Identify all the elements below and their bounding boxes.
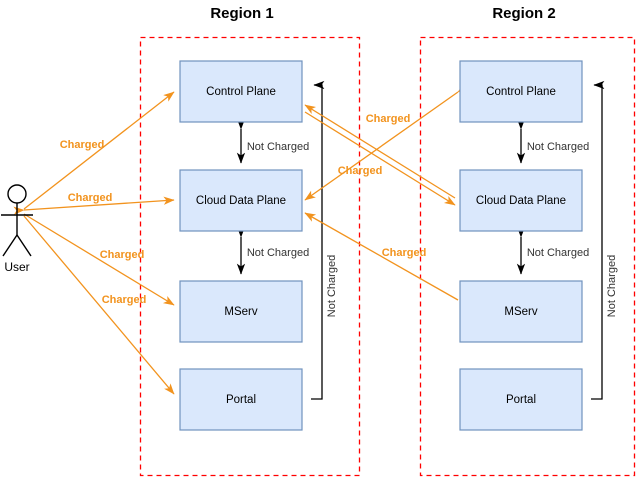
r1-control-plane-rect[interactable] [179, 60, 303, 123]
r1-mserv-label: MServ [224, 306, 257, 318]
label-charged-cross-1: Charged [366, 113, 411, 125]
r2-label-not-charged-3: Not Charged [606, 255, 618, 317]
region-2-boundary [419, 36, 636, 477]
r2-node-portal[interactable]: Portal [459, 368, 583, 431]
r2-mserv-rect[interactable] [459, 280, 583, 343]
r1-label-not-charged-3: Not Charged [326, 255, 338, 317]
r2-cloud-data-plane-label: Cloud Data Plane [476, 195, 566, 207]
cross-region-connectors: Charged Charged Charged [304, 82, 469, 301]
r2-label-not-charged-2: Not Charged [527, 247, 589, 259]
r1-control-plane-label: Control Plane [206, 86, 276, 98]
r2-node-cloud-data-plane[interactable]: Cloud Data Plane [459, 169, 583, 232]
user-actor-label: User [4, 260, 29, 274]
region-1-internal-connectors: Not Charged Not Charged Not Charged [236, 80, 338, 400]
link-r1-control-plane-to-r2-cloud-data-plane [304, 111, 456, 206]
label-charged-cross-2: Charged [338, 165, 383, 177]
user-leg-right-icon [16, 234, 32, 257]
label-charged-user-portal: Charged [102, 294, 147, 306]
label-charged-user-cloud-data-plane: Charged [68, 192, 113, 204]
r1-label-not-charged-1: Not Charged [247, 141, 309, 153]
user-charged-connectors: Charged Charged Charged Charged [13, 91, 175, 395]
r2-portal-label: Portal [506, 394, 536, 406]
region-1-boundary [139, 36, 361, 477]
r2-label-not-charged-1: Not Charged [527, 141, 589, 153]
region-1-group: Region 1 [139, 5, 361, 477]
region-2-group: Region 2 [419, 5, 636, 477]
r1-link-portal-control-plane [311, 80, 325, 400]
r2-mserv-label: MServ [504, 306, 537, 318]
user-actor[interactable]: User [1, 184, 33, 274]
r1-portal-rect[interactable] [179, 368, 303, 431]
r2-control-plane-rect[interactable] [459, 60, 583, 123]
region-1-nodes: Control Plane Cloud Data Plane MServ Por… [179, 60, 303, 431]
link-user-to-r1-cloud-data-plane [13, 196, 175, 215]
link-r2-mserv-to-r1-cloud-data-plane [304, 212, 459, 301]
link-user-to-r1-portal [23, 215, 175, 395]
label-charged-cross-3: Charged [382, 247, 427, 259]
r1-portal-label: Portal [226, 394, 256, 406]
r1-cloud-data-plane-rect[interactable] [179, 169, 303, 232]
region-2-nodes: Control Plane Cloud Data Plane MServ Por… [459, 60, 583, 431]
r1-cloud-data-plane-label: Cloud Data Plane [196, 195, 286, 207]
r1-mserv-rect[interactable] [179, 280, 303, 343]
region-2-title: Region 2 [492, 5, 555, 22]
r2-portal-rect[interactable] [459, 368, 583, 431]
r2-node-control-plane[interactable]: Control Plane [459, 60, 583, 123]
link-r2-control-plane-to-r1-cloud-data-plane [304, 82, 469, 201]
label-charged-user-mserv: Charged [100, 249, 145, 261]
r1-label-not-charged-2: Not Charged [247, 247, 309, 259]
user-head-icon [7, 184, 27, 204]
r1-node-cloud-data-plane[interactable]: Cloud Data Plane [179, 169, 303, 232]
region-2-internal-connectors: Not Charged Not Charged Not Charged [516, 80, 618, 400]
r1-node-portal[interactable]: Portal [179, 368, 303, 431]
r1-node-control-plane[interactable]: Control Plane [179, 60, 303, 123]
region-1-title: Region 1 [210, 5, 273, 22]
link-user-to-r1-mserv [23, 213, 175, 306]
label-charged-user-control-plane: Charged [60, 139, 105, 151]
user-leg-left-icon [2, 234, 18, 257]
r2-cloud-data-plane-rect[interactable] [459, 169, 583, 232]
r2-link-portal-control-plane [591, 80, 605, 400]
r1-node-mserv[interactable]: MServ [179, 280, 303, 343]
r2-control-plane-label: Control Plane [486, 86, 556, 98]
r2-node-mserv[interactable]: MServ [459, 280, 583, 343]
link-user-to-r1-control-plane [23, 91, 175, 210]
